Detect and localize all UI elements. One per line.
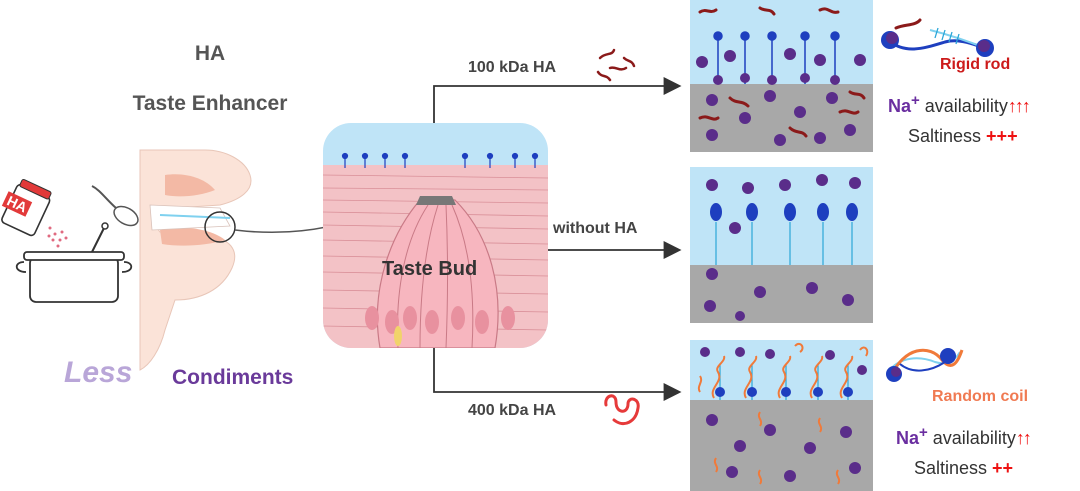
random-coil-label: Random coil bbox=[932, 388, 1029, 405]
top-availability-arrows: ↑↑↑ bbox=[1007, 96, 1031, 116]
top-na-symbol: Na bbox=[888, 96, 912, 116]
bottom-saltiness: Saltiness ++ bbox=[914, 458, 1013, 479]
taste-bud-panel bbox=[323, 123, 548, 348]
bottom-saltiness-marks: ++ bbox=[992, 458, 1014, 478]
zoom-circle bbox=[204, 211, 236, 243]
rigid-rod-icon bbox=[881, 18, 994, 57]
bottom-na-availability: Na+ availability↑↑ bbox=[896, 424, 1032, 449]
branch-arrows bbox=[433, 77, 682, 401]
branch-100kda-label: 100 kDa HA bbox=[468, 59, 557, 76]
top-na-charge: + bbox=[911, 92, 920, 109]
random-coil-icon bbox=[886, 348, 964, 382]
bottom-na-charge: + bbox=[919, 424, 928, 441]
bottom-availability-arrows: ↑↑ bbox=[1015, 428, 1032, 448]
bottom-availability-text: availability bbox=[927, 428, 1016, 448]
top-availability-text: availability bbox=[919, 96, 1008, 116]
top-na-availability: Na+ availability↑↑↑ bbox=[888, 92, 1031, 117]
title-line-2: Taste Enhancer bbox=[132, 92, 288, 115]
condiments-label: Condiments bbox=[172, 366, 294, 389]
branch-400kda-label: 400 kDa HA bbox=[468, 402, 557, 419]
taste-bud-label: Taste Bud bbox=[382, 258, 478, 280]
panel-100kda bbox=[690, 0, 873, 152]
salt-shaker-icon bbox=[1, 178, 68, 248]
title-line-1: HA bbox=[194, 42, 226, 65]
rigid-rod-label: Rigid rod bbox=[940, 56, 1011, 73]
bottom-na-symbol: Na bbox=[896, 428, 920, 448]
ha-100-icon bbox=[596, 48, 636, 82]
less-label: Less bbox=[64, 356, 133, 389]
panel-400kda bbox=[690, 340, 873, 491]
face-sketch bbox=[139, 149, 252, 371]
branch-without-ha-label: without HA bbox=[553, 220, 638, 237]
ha-400-icon bbox=[604, 394, 640, 425]
top-saltiness-text: Saltiness bbox=[908, 126, 987, 146]
top-saltiness-marks: +++ bbox=[986, 126, 1018, 146]
top-saltiness: Saltiness +++ bbox=[908, 126, 1018, 147]
panel-without-ha bbox=[690, 167, 873, 323]
bottom-saltiness-text: Saltiness bbox=[914, 458, 993, 478]
spoon-icon bbox=[91, 185, 139, 227]
pot-icon bbox=[15, 222, 133, 303]
